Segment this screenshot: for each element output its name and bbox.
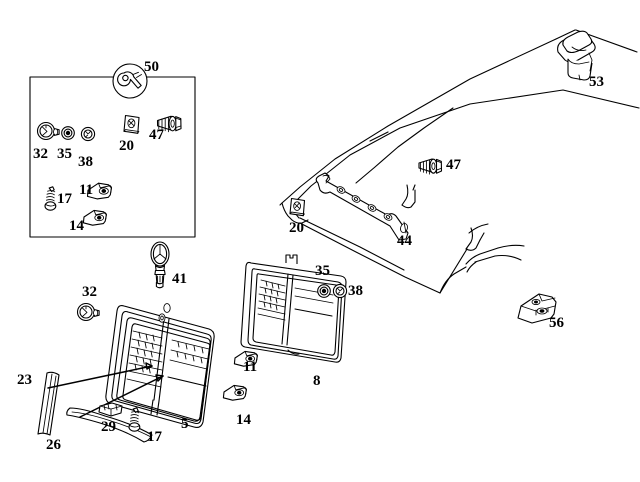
callout-35b: 35 [315, 263, 330, 279]
spring-clip-icon-mid-14 [222, 384, 247, 401]
grommet-icon-grille-32 [76, 302, 100, 322]
grille-seal-strip-44 [315, 172, 409, 241]
washer-icon-legend [61, 126, 75, 140]
leader-26 [79, 375, 164, 418]
washer-icon-mid-35 [317, 284, 331, 298]
retaining-clip-56 [517, 293, 557, 324]
spring-clip-icon-legend-14 [82, 209, 107, 226]
callout-53: 53 [589, 74, 604, 90]
trim-strip-left-23 [37, 371, 60, 436]
expansion-rivet-icon-grille-17 [128, 407, 141, 432]
callout-11b: 11 [243, 359, 258, 375]
square-clip-icon-legend [123, 114, 140, 134]
callout-5: 5 [181, 416, 189, 432]
lock-washer-icon-legend [80, 126, 96, 142]
leader-23-arrow [145, 362, 153, 370]
lock-washer-icon-mid-38 [332, 283, 348, 299]
callout-20a: 20 [119, 138, 134, 154]
callout-20b: 20 [289, 220, 304, 236]
callout-8: 8 [313, 373, 321, 389]
callout-26: 26 [46, 437, 61, 453]
callout-35a: 35 [57, 146, 72, 162]
star-emblem-41 [150, 241, 170, 289]
callout-23: 23 [17, 372, 32, 388]
callout-38b: 38 [348, 283, 363, 299]
callout-50: 50 [144, 59, 159, 75]
callout-29: 29 [101, 419, 116, 435]
hardware-legend-box [29, 76, 196, 238]
callout-17a: 17 [57, 191, 72, 207]
callout-38a: 38 [78, 154, 93, 170]
callout-47a: 47 [149, 127, 164, 143]
callout-56: 56 [549, 315, 564, 331]
callout-32a: 32 [33, 146, 48, 162]
callout-44: 44 [397, 233, 412, 249]
callout-32b: 32 [82, 284, 97, 300]
flange-bolt-icon-hood-47 [418, 158, 443, 175]
callout-14a: 14 [69, 218, 84, 234]
radiator-grille-5 [105, 303, 215, 428]
grille-frame-insert-8 [240, 254, 347, 363]
spring-clip-icon-legend-11 [86, 182, 113, 200]
wrench-icon [112, 63, 148, 99]
trim-strip-lower-26 [66, 407, 153, 443]
expansion-rivet-icon-legend [44, 186, 57, 211]
hood-latch-bracket-53 [557, 30, 596, 81]
callout-17b: 17 [147, 429, 162, 445]
flange-bolt-icon-legend [156, 115, 182, 133]
leader-26-arrow [155, 374, 164, 382]
grommet-icon-legend [36, 121, 60, 141]
leader-23 [47, 365, 153, 389]
hood-front-panel [279, 29, 640, 294]
callout-11a: 11 [79, 182, 94, 198]
callout-47b: 47 [446, 157, 461, 173]
square-clip-icon-mid-20 [289, 197, 306, 217]
callout-14b: 14 [236, 412, 251, 428]
callout-41: 41 [172, 271, 187, 287]
clip-icon-29 [98, 402, 123, 417]
spring-clip-icon-mid-11 [233, 350, 258, 367]
